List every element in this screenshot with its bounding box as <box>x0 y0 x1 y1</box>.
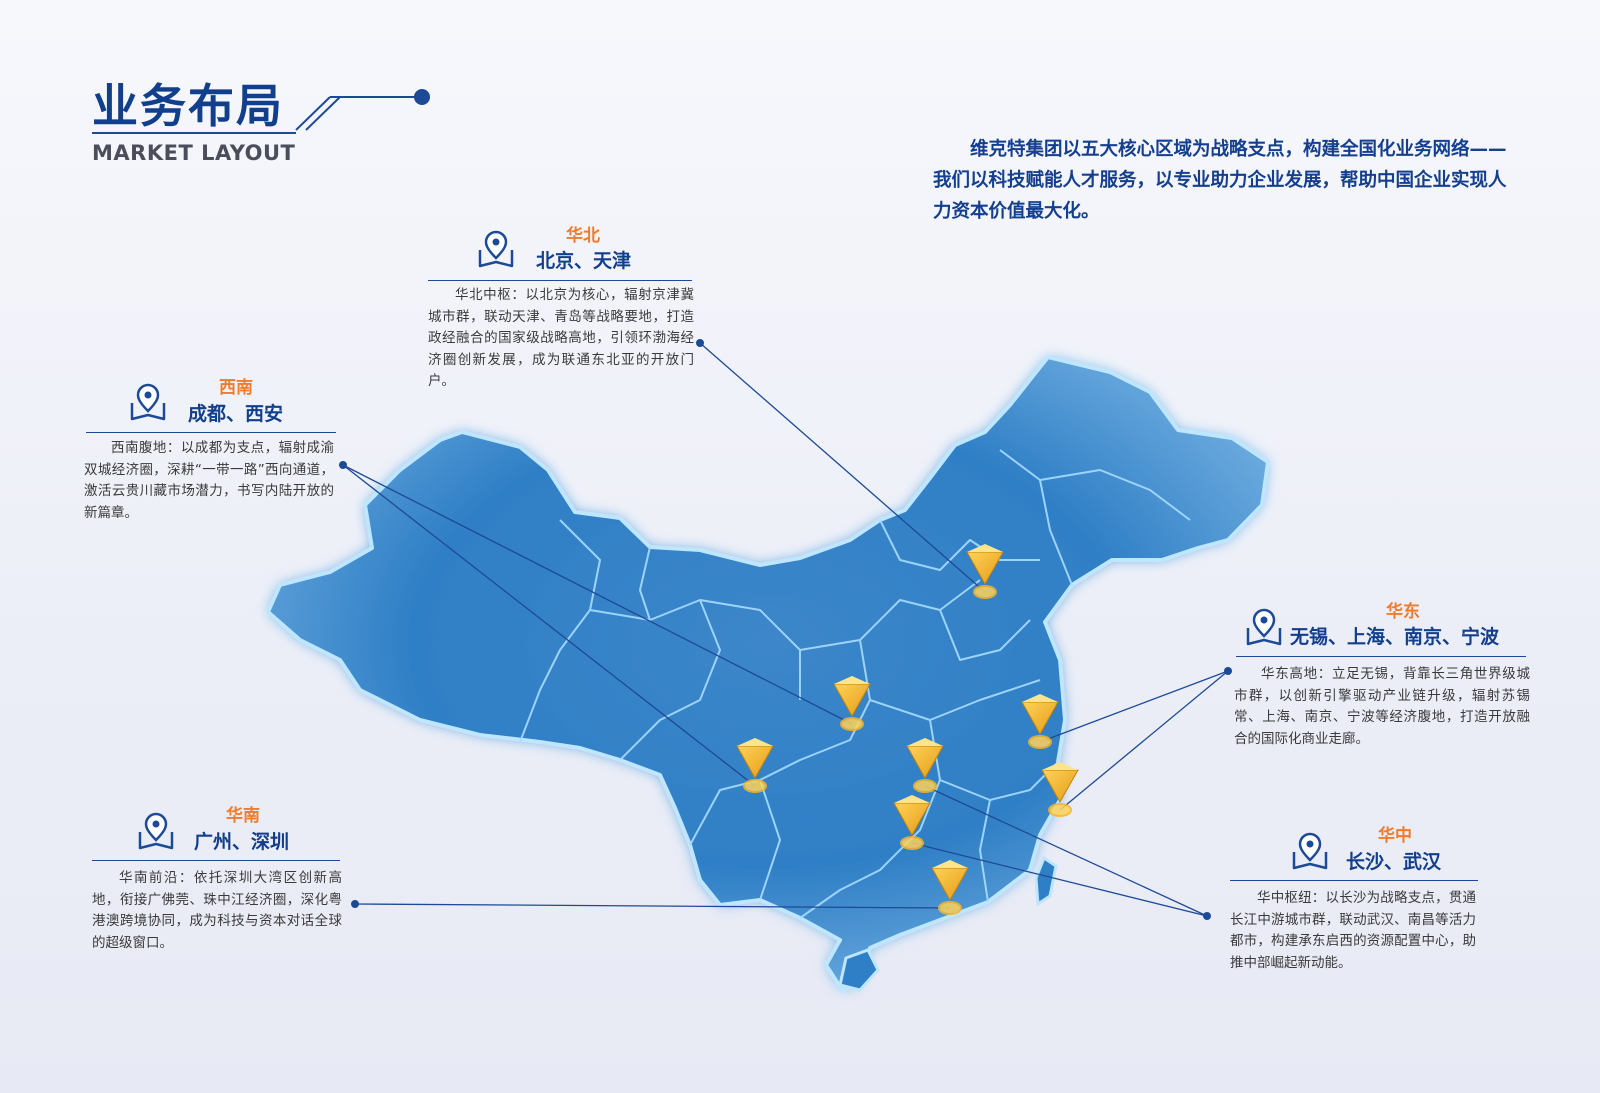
region-south-name: 华南 <box>226 806 260 826</box>
region-southwest-cities: 成都、西安 <box>188 403 284 425</box>
region-east-desc: 华东高地：立足无锡，背靠长三角世界级城市群，以创新引擎驱动产业链升级，辐射苏锡常… <box>1234 666 1530 747</box>
region-north-name: 华北 <box>566 226 600 246</box>
region-north-cities: 北京、天津 <box>536 250 632 272</box>
map-landmass <box>266 355 1270 992</box>
marker-beijing[interactable] <box>966 544 1004 599</box>
region-central-desc: 华中枢纽：以长沙为战略支点，贯通长江中游城市群，联动武汉、南昌等活力都市，构建承… <box>1230 890 1476 971</box>
marker-wuhan[interactable] <box>906 738 944 793</box>
region-southwest-name: 西南 <box>219 378 253 398</box>
region-south-header <box>92 798 340 861</box>
marker-chengdu[interactable] <box>736 738 774 793</box>
marker-wuxi[interactable] <box>1021 694 1059 749</box>
region-south-desc: 华南前沿：依托深圳大湾区创新高地，衔接广佛莞、珠中江经济圈，深化粤港澳跨境协同，… <box>92 870 342 951</box>
leader-lines <box>342 342 1229 917</box>
intro-text: 维克特集团以五大核心区域为战略支点，构建全国化业务网络——我们以科技赋能人才服务… <box>933 139 1507 222</box>
province-borders <box>519 449 1191 919</box>
marker-ningbo[interactable] <box>1041 762 1079 817</box>
leader-endpoints <box>339 339 1232 920</box>
region-southwest-header <box>86 370 336 433</box>
location-book-icon <box>130 383 166 421</box>
location-book-icon <box>1246 608 1282 646</box>
location-book-icon <box>1292 832 1328 870</box>
region-central-cities: 长沙、武汉 <box>1346 851 1442 873</box>
title-decoration <box>92 89 430 134</box>
region-north-header <box>428 218 692 281</box>
region-south-cities: 广州、深圳 <box>194 831 290 853</box>
region-north-desc: 华北中枢：以北京为核心，辐射京津冀城市群，联动天津、青岛等战略要地，打造政经融合… <box>428 287 694 389</box>
region-east-cities: 无锡、上海、南京、宁波 <box>1290 626 1500 648</box>
marker-changsha[interactable] <box>893 795 931 850</box>
marker-xian[interactable] <box>833 676 871 731</box>
region-southwest-desc: 西南腹地：以成都为支点，辐射成渝双城经济圈，深耕“一带一路”西向通道，激活云贵川… <box>84 440 334 521</box>
location-book-icon <box>478 230 514 268</box>
page-title: 业务布局 <box>92 79 284 133</box>
page-subtitle: MARKET LAYOUT <box>92 141 296 165</box>
marker-guangzhou[interactable] <box>931 860 969 915</box>
region-central-name: 华中 <box>1378 826 1412 846</box>
location-book-icon <box>138 812 174 850</box>
region-central-header <box>1230 818 1478 881</box>
region-east-name: 华东 <box>1386 602 1420 622</box>
region-east-header <box>1236 594 1526 657</box>
